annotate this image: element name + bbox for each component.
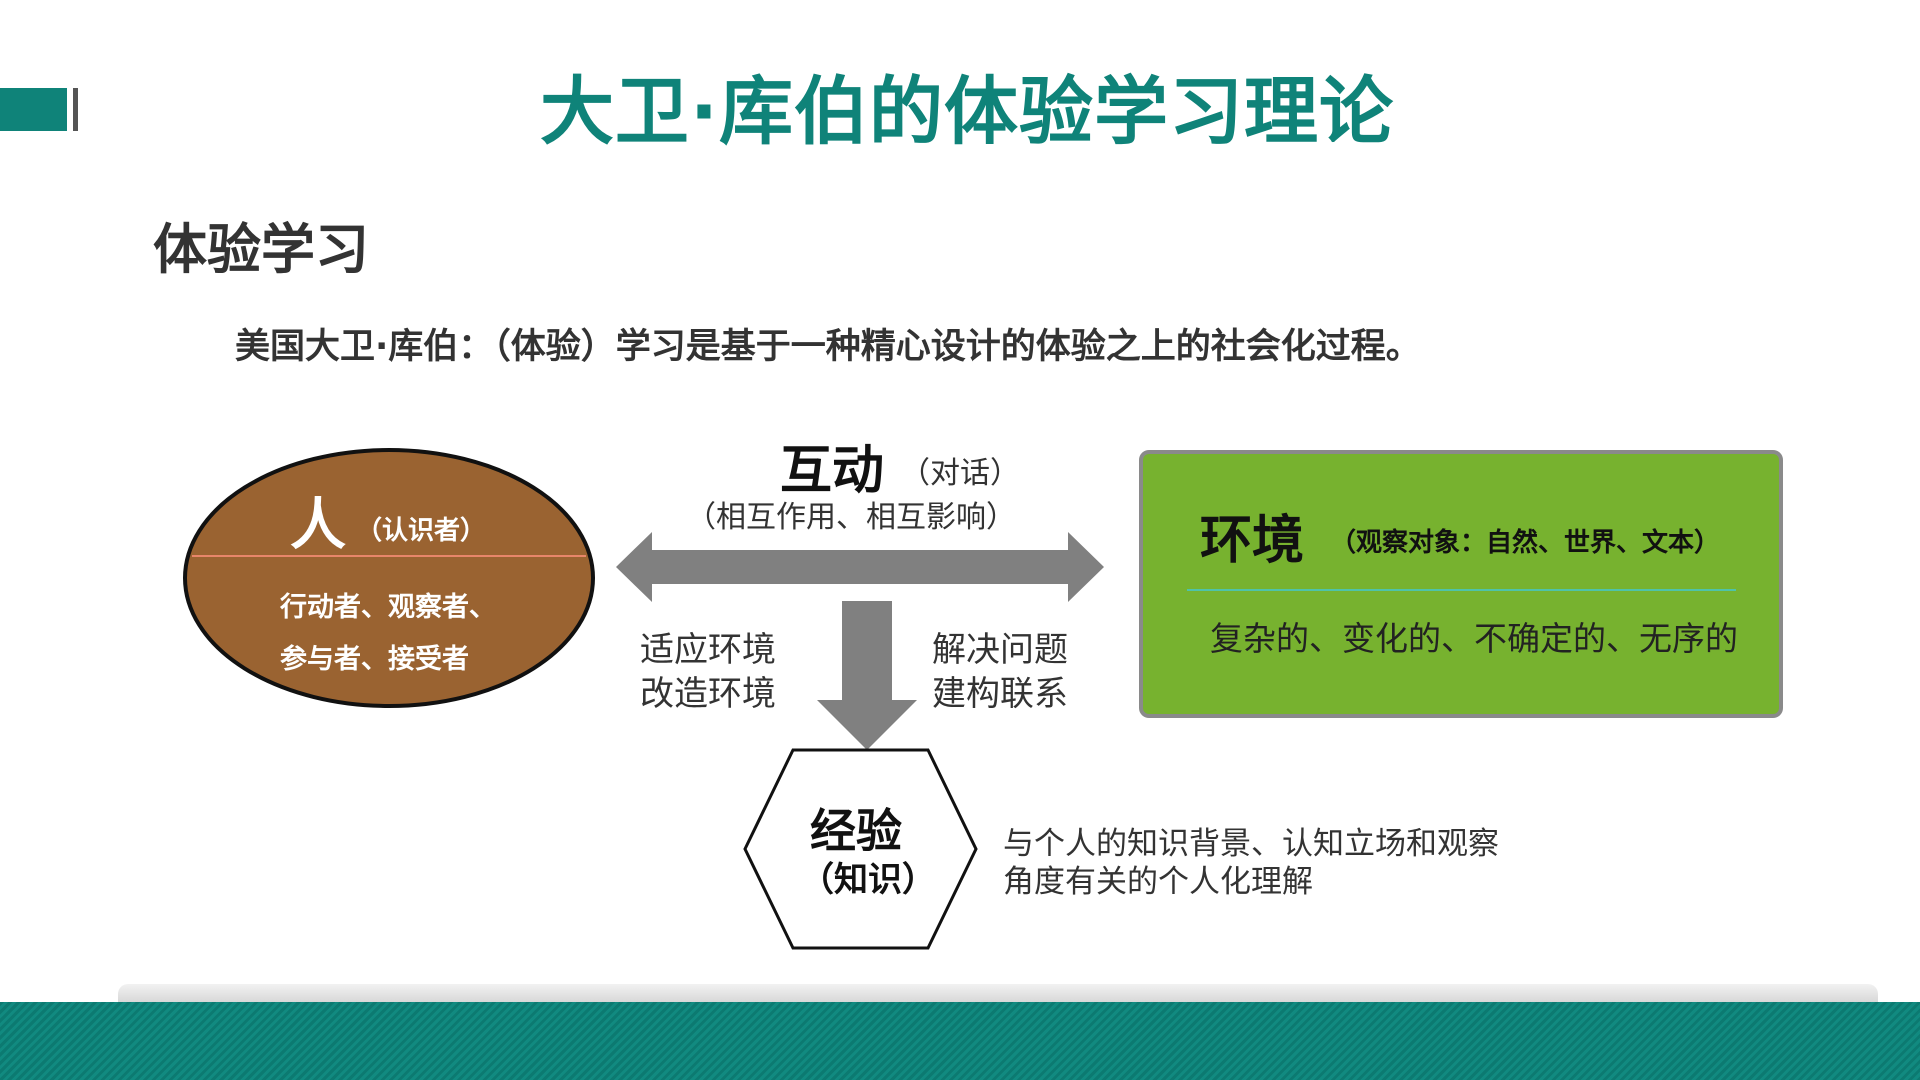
person-ellipse — [183, 448, 595, 708]
transform-environment: 改造环境 — [640, 674, 776, 714]
double-arrow — [616, 532, 1104, 602]
accent-divider — [73, 88, 78, 131]
person-note: （认识者） — [356, 516, 487, 546]
solve-problems: 解决问题 — [932, 630, 1068, 670]
footer-band — [0, 1002, 1920, 1080]
section-heading: 体验学习 — [153, 218, 369, 281]
page-title: 大卫·库伯的体验学习理论 — [539, 69, 1395, 155]
footer-shadow — [118, 984, 1878, 1002]
environment-title: 环境 — [1200, 511, 1305, 571]
build-connections: 建构联系 — [932, 674, 1068, 714]
interaction-title: 互动 — [780, 441, 885, 501]
environment-box — [1139, 450, 1783, 718]
person-title: 人 — [290, 493, 346, 558]
down-arrow — [817, 601, 917, 750]
interaction-note: （对话） — [900, 456, 1020, 491]
environment-description: 复杂的、变化的、不确定的、无序的 — [1210, 619, 1738, 658]
experience-note: （知识） — [800, 860, 936, 900]
experience-description-2: 角度有关的个人化理解 — [1003, 864, 1313, 900]
experience-title: 经验 — [810, 804, 902, 858]
definition-quote: 美国大卫·库伯：（体验）学习是基于一种精心设计的体验之上的社会化过程。 — [235, 327, 1421, 367]
adapt-environment: 适应环境 — [640, 630, 776, 670]
interaction-detail: （相互作用、相互影响） — [686, 500, 1016, 535]
person-roles-2: 参与者、接受者 — [280, 644, 469, 675]
environment-note: （观察对象：自然、世界、文本） — [1330, 528, 1721, 558]
person-roles-1: 行动者、观察者、 — [280, 592, 496, 623]
accent-bar — [0, 88, 67, 131]
experience-hexagon — [743, 748, 978, 950]
experience-description-1: 与个人的知识背景、认知立场和观察 — [1003, 826, 1499, 862]
